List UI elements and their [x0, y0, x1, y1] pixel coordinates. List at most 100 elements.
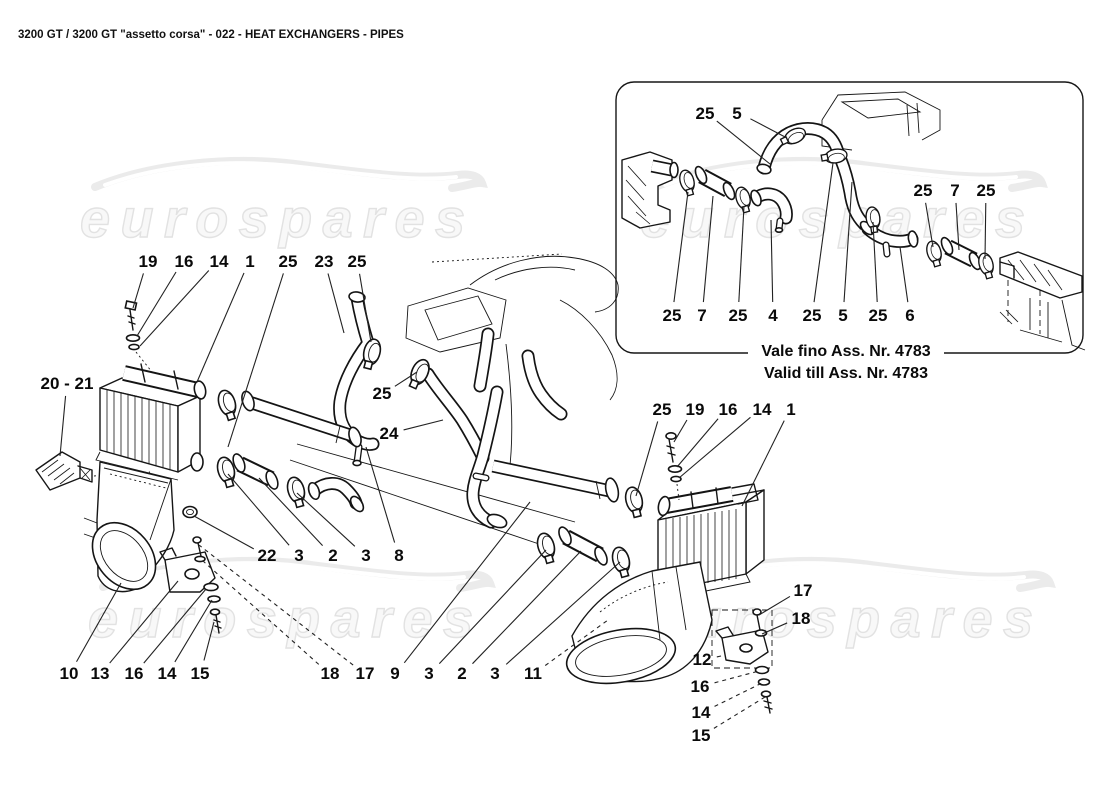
leader-line-25: [227, 273, 284, 448]
leader-line-19: [673, 419, 688, 443]
inset-box: Vale fino Ass. Nr. 4783 Valid till Ass. …: [615, 81, 1086, 382]
bolt-stack-left: [124, 300, 153, 373]
callout-17: 17: [356, 664, 375, 683]
callout-25: 25: [914, 181, 933, 200]
callout-19: 19: [139, 252, 158, 271]
callout-11: 11: [524, 664, 542, 683]
leader-line-16: [143, 588, 207, 664]
leader-line-3: [296, 492, 356, 547]
leader-line-25: [813, 162, 834, 303]
leader-line-5: [843, 181, 853, 303]
callout-15: 15: [692, 726, 711, 745]
clamp-3: [533, 530, 560, 566]
leader-line-20-21: [59, 395, 67, 457]
leader-line-12: [716, 655, 722, 658]
leader-line-16: [136, 271, 177, 337]
leader-line-25: [394, 371, 418, 387]
callout-16: 16: [175, 252, 194, 271]
callout-18: 18: [792, 609, 811, 628]
leader-line-1: [741, 420, 785, 507]
callout-25: 25: [729, 306, 748, 325]
leader-line-25: [984, 202, 987, 260]
bracket-12: [711, 608, 773, 714]
nut-22: [182, 505, 198, 519]
leader-line-16: [714, 670, 760, 684]
callout-17: 17: [794, 581, 813, 600]
callout-22: 22: [258, 546, 277, 565]
leader-line-3: [227, 473, 290, 546]
callout-25: 25: [373, 384, 392, 403]
leader-line-16: [676, 418, 719, 468]
callout-23: 23: [315, 252, 334, 271]
leader-line-14: [714, 682, 763, 707]
leader-line-25: [738, 205, 745, 303]
pipe-8: [241, 390, 362, 448]
clamp-25: [622, 484, 647, 520]
air-duct-left: [91, 461, 175, 593]
leader-line-18: [761, 622, 788, 635]
callout-3: 3: [294, 546, 303, 565]
callout-1: 1: [786, 400, 795, 419]
leader-line-2: [472, 550, 582, 665]
leader-line-24: [403, 419, 444, 431]
callout-25: 25: [663, 306, 682, 325]
leader-line-25: [872, 221, 878, 303]
leader-line-17: [198, 544, 354, 666]
leader-line-3: [438, 549, 547, 664]
callout-8: 8: [394, 546, 403, 565]
callout-4: 4: [768, 306, 778, 325]
clamp-25: [214, 387, 241, 423]
leader-line-5: [750, 118, 788, 139]
leader-line-4: [770, 219, 774, 303]
page-title: 3200 GT / 3200 GT "assetto corsa" - 022 …: [18, 29, 404, 41]
pipe-9-and-junction: [466, 385, 620, 529]
leader-line-15: [203, 621, 215, 661]
leader-line-15: [713, 696, 766, 729]
callout-25: 25: [279, 252, 298, 271]
leader-line-14: [139, 270, 210, 347]
callout-2: 2: [457, 664, 466, 683]
callout-25: 25: [869, 306, 888, 325]
callout-16: 16: [691, 677, 710, 696]
callout-16: 16: [125, 664, 144, 683]
main-diagram-art: [35, 253, 773, 714]
leader-line-25: [925, 202, 934, 248]
callout-3: 3: [490, 664, 499, 683]
air-duct-right: [565, 561, 713, 685]
leader-line-13: [109, 580, 179, 664]
inset-art: [621, 91, 1086, 351]
callout-7: 7: [950, 181, 959, 200]
callout-2: 2: [328, 546, 337, 565]
bolt-stack-right: [665, 431, 683, 501]
callout-3: 3: [361, 546, 370, 565]
callout-13: 13: [91, 664, 110, 683]
leader-line-14: [678, 416, 751, 479]
leader-line-19: [132, 273, 144, 309]
callout-10: 10: [60, 664, 79, 683]
callout-1: 1: [245, 252, 254, 271]
leader-line-25: [359, 273, 372, 343]
inset-note-line1: Vale fino Ass. Nr. 4783: [761, 343, 930, 360]
leader-line-25: [635, 421, 659, 497]
callout-25: 25: [653, 400, 672, 419]
callout-12: 12: [693, 650, 712, 669]
callout-3: 3: [424, 664, 433, 683]
callout-18: 18: [321, 664, 340, 683]
callout-25: 25: [977, 181, 996, 200]
hose-row-left: [232, 453, 365, 513]
callout-25: 25: [803, 306, 822, 325]
leader-line-11: [544, 619, 609, 666]
callout-24: 24: [380, 424, 399, 443]
leader-line-8: [365, 446, 396, 543]
leader-line-7: [955, 202, 960, 251]
callout-14: 14: [753, 400, 772, 419]
leader-line-7: [702, 195, 714, 303]
callout-19: 19: [686, 400, 705, 419]
leader-line-10: [76, 582, 122, 663]
callout-15: 15: [191, 664, 210, 683]
leader-line-22: [193, 515, 255, 550]
